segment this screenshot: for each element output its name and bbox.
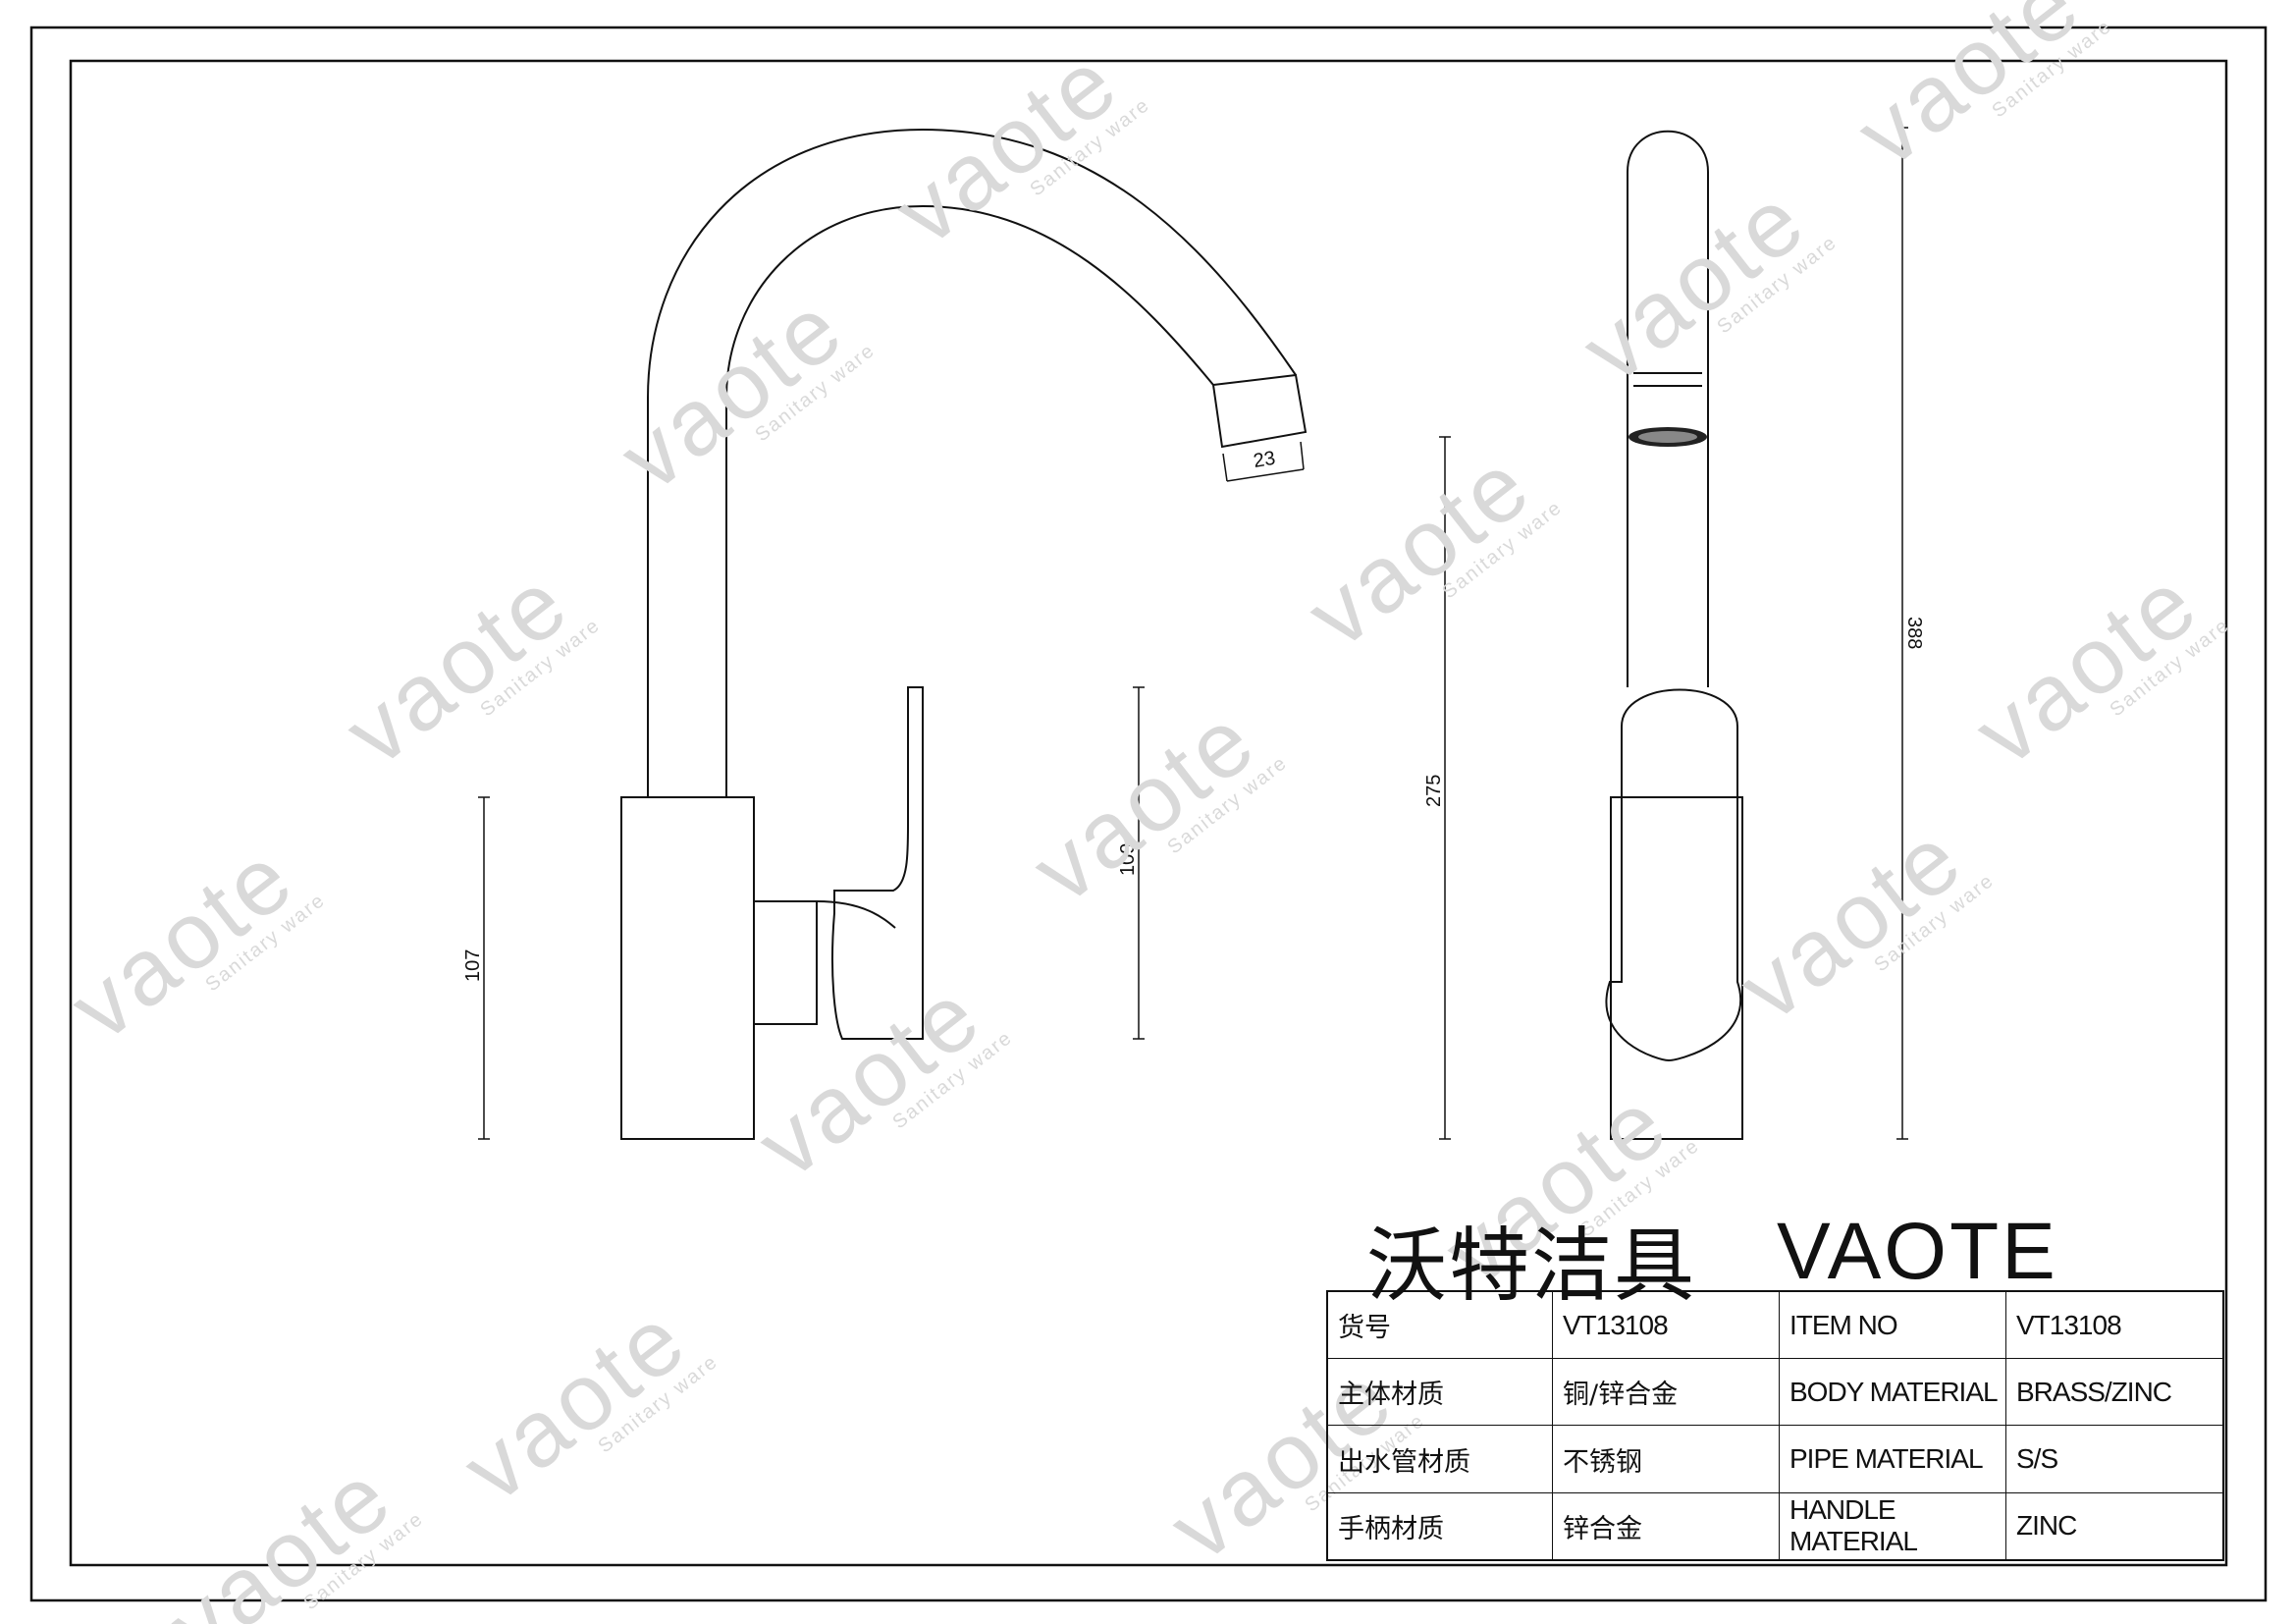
dimension-lines-front bbox=[1439, 127, 1908, 1140]
cn-label-cell: 出水管材质 bbox=[1326, 1425, 1553, 1493]
en-value-cell: VT13108 bbox=[2005, 1290, 2224, 1360]
en-label-cell: PIPE MATERIAL bbox=[1779, 1425, 2006, 1493]
cn-label-cell: 货号 bbox=[1326, 1290, 1553, 1360]
dimension-label-109: 109 bbox=[1117, 843, 1139, 876]
dimension-label-107: 107 bbox=[462, 949, 484, 982]
spout-nozzle bbox=[1211, 373, 1308, 449]
table-row: 货号 VT13108 ITEM NO VT13108 bbox=[1326, 1290, 2224, 1360]
spec-table: 货号 VT13108 ITEM NO VT13108 主体材质 铜/锌合金 BO… bbox=[1326, 1290, 2224, 1561]
table-row: 出水管材质 不锈钢 PIPE MATERIAL S/S bbox=[1326, 1425, 2224, 1493]
en-value-cell: S/S bbox=[2005, 1425, 2224, 1493]
dimension-lines-side bbox=[478, 441, 1305, 1140]
dimension-label-388: 388 bbox=[1903, 617, 1925, 649]
inner-border bbox=[69, 59, 2228, 1567]
aerator-outlet bbox=[1629, 427, 1707, 447]
front-spout bbox=[1627, 130, 1709, 687]
table-row: 手柄材质 锌合金 HANDLE MATERIAL ZINC bbox=[1326, 1491, 2224, 1561]
front-handle bbox=[1605, 688, 1741, 1062]
handle-lever-body bbox=[831, 686, 924, 1040]
en-value-cell: BRASS/ZINC bbox=[2005, 1358, 2224, 1427]
cn-value-cell: 铜/锌合金 bbox=[1552, 1358, 1780, 1427]
cn-value-cell: 锌合金 bbox=[1552, 1491, 1780, 1561]
cartridge-housing bbox=[753, 887, 818, 1036]
outer-border bbox=[29, 26, 2268, 1602]
cn-value-cell: VT13108 bbox=[1552, 1290, 1780, 1360]
faucet-front-view bbox=[1605, 130, 1743, 1140]
cn-label-cell: 主体材质 bbox=[1326, 1358, 1553, 1427]
cn-value-cell: 不锈钢 bbox=[1552, 1425, 1780, 1493]
faucet-side-view bbox=[620, 128, 1308, 1140]
cn-label-cell: 手柄材质 bbox=[1326, 1491, 1553, 1561]
brand-header: 沃特洁具 VAOTE bbox=[1366, 1200, 2250, 1313]
spout-outer-curve bbox=[647, 128, 1297, 797]
en-label-cell: ITEM NO bbox=[1779, 1290, 2006, 1360]
en-value-cell: ZINC bbox=[2005, 1491, 2224, 1561]
en-label-cell: HANDLE MATERIAL bbox=[1779, 1491, 2006, 1561]
table-row: 主体材质 铜/锌合金 BODY MATERIAL BRASS/ZINC bbox=[1326, 1358, 2224, 1427]
dimension-label-23: 23 bbox=[1252, 448, 1276, 472]
handle-base-curve bbox=[816, 900, 896, 929]
front-body bbox=[1610, 796, 1743, 1140]
faucet-body bbox=[620, 796, 755, 1140]
en-label-cell: BODY MATERIAL bbox=[1779, 1358, 2006, 1427]
dimension-label-275: 275 bbox=[1423, 775, 1445, 807]
spout-inner-curve bbox=[725, 204, 1214, 797]
brand-name-english: VAOTE bbox=[1777, 1207, 2058, 1296]
